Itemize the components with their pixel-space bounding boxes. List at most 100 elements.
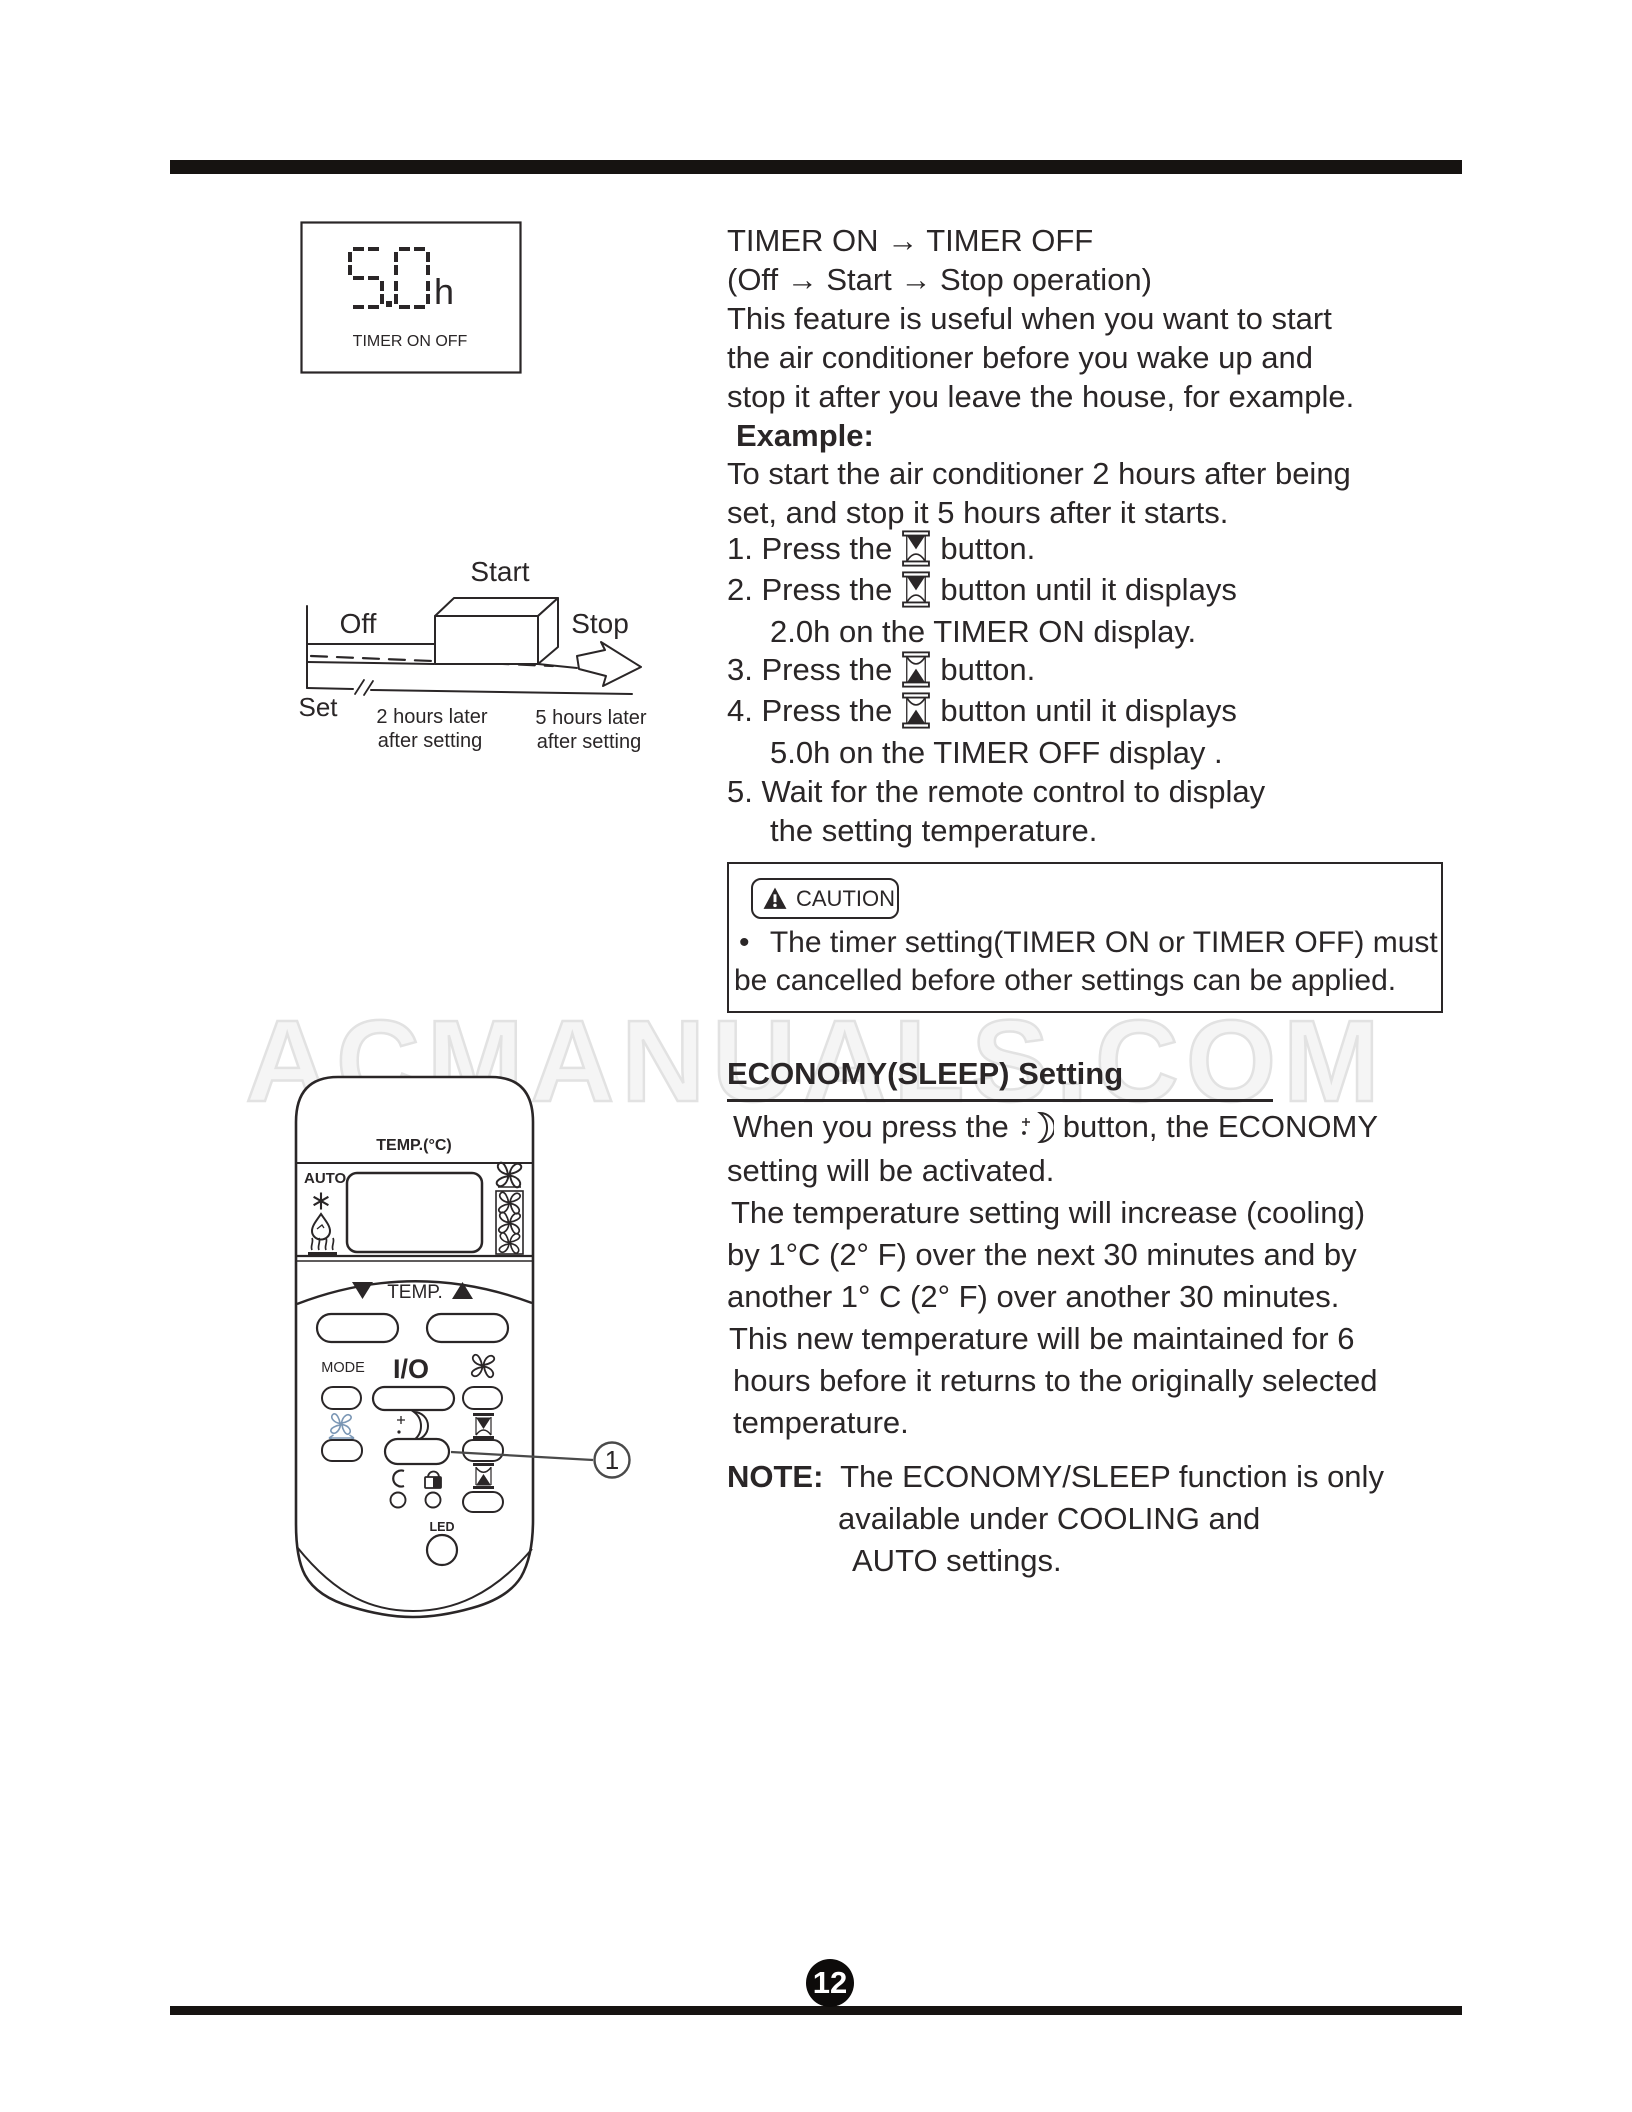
- remote-control-illustration: TEMP.(°C) AUTO TEMP. MODE: [294, 1075, 631, 1619]
- timer-off-icon: [473, 1463, 494, 1489]
- step-text: 2. Press the: [727, 572, 893, 607]
- economy-paragraph-line: temperature.: [733, 1405, 909, 1440]
- caution-label: CAUTION: [751, 878, 899, 919]
- caution-text: be cancelled before other settings can b…: [734, 964, 1397, 997]
- note-line: available under COOLING and: [838, 1501, 1261, 1536]
- timer-on-icon: [902, 530, 931, 567]
- timer-on-period-box: [434, 597, 559, 665]
- step-text: 1. Press the: [727, 531, 893, 566]
- economy-paragraph-line: by 1°C (2° F) over the next 30 minutes a…: [727, 1237, 1357, 1272]
- temp-label: TEMP.: [387, 1282, 443, 1303]
- note-line: AUTO settings.: [852, 1543, 1062, 1578]
- reset-icon: [392, 1469, 405, 1488]
- lcd-screen: [345, 1171, 484, 1254]
- timing-diagram: Start Off Stop Set 2 hours later after s…: [298, 556, 647, 753]
- timer-display-panel: h TIMER ON OFF: [300, 221, 522, 374]
- economy-paragraph-line: hours before it returns to the originall…: [733, 1363, 1378, 1398]
- diagram-5h-label2: after setting: [537, 731, 642, 753]
- note-text: The ECONOMY/SLEEP function is only: [840, 1459, 1384, 1494]
- step-text: button until it displays: [940, 693, 1237, 728]
- power-button: [371, 1385, 456, 1412]
- diagram-2h-label2: after setting: [378, 730, 483, 752]
- remote-chin-line: [296, 1546, 533, 1613]
- bottom-rule: [170, 2006, 1462, 2015]
- example-line: To start the air conditioner 2 hours aft…: [727, 456, 1351, 491]
- step-text: button until it displays: [940, 572, 1237, 607]
- arc-line: [296, 1280, 533, 1306]
- diagram-set-label: Set: [298, 692, 338, 722]
- seven-segment-digits: [348, 247, 430, 309]
- step-continuation: 5.0h on the TIMER OFF display .: [770, 735, 1223, 770]
- timer-subtitle: (Off → Start → Stop operation): [727, 262, 1152, 297]
- note-label: NOTE:: [727, 1459, 824, 1494]
- temp-down-icon: [352, 1282, 373, 1299]
- diagram-5h-label: 5 hours later: [535, 707, 647, 729]
- economy-text: When you press the: [733, 1109, 1009, 1144]
- timer-off-icon: [902, 692, 931, 729]
- timer-off-icon: [902, 651, 931, 688]
- temp-up-button: [425, 1312, 510, 1344]
- step-1: 1. Press the button.: [727, 530, 1035, 567]
- sleep-moon-icon: [1021, 1111, 1054, 1143]
- hours-unit: h: [434, 271, 454, 312]
- timer-on-icon: [473, 1413, 494, 1439]
- heat-icon: [308, 1237, 337, 1256]
- intro-line: This feature is useful when you want to …: [727, 301, 1332, 336]
- step-4: 4. Press the button until it displays: [727, 692, 1237, 729]
- timer-off-button: [462, 1491, 504, 1513]
- reset-button: [389, 1491, 407, 1509]
- caution-text: The timer setting(TIMER ON or TIMER OFF)…: [769, 926, 1438, 959]
- diagram-start-label: Start: [470, 556, 529, 587]
- temp-down-button: [315, 1312, 400, 1344]
- timer-on-off-label: TIMER ON OFF: [353, 333, 468, 350]
- remote-body: [294, 1075, 535, 1619]
- mode-label: MODE: [321, 1360, 365, 1376]
- timer-on-icon: [902, 571, 931, 608]
- caution-label-text: CAUTION: [796, 885, 895, 911]
- economy-paragraph-line: setting will be activated.: [727, 1153, 1055, 1188]
- fan-speed-box: [495, 1190, 524, 1255]
- economy-paragraph-line: another 1° C (2° F) over another 30 minu…: [727, 1279, 1340, 1314]
- step-continuation: the setting temperature.: [770, 813, 1098, 848]
- step-3: 3. Press the button.: [727, 651, 1035, 688]
- step-continuation: 2.0h on the TIMER ON display.: [770, 614, 1197, 649]
- led-button: [425, 1533, 459, 1567]
- arrow-right-icon: [576, 641, 642, 687]
- warning-triangle-icon: [763, 887, 787, 909]
- temp-scale-label: TEMP.(°C): [376, 1137, 451, 1154]
- callout-number: 1: [605, 1445, 619, 1475]
- step-text: button.: [940, 652, 1036, 687]
- callout-line: [450, 1450, 594, 1462]
- example-label: Example:: [736, 418, 874, 453]
- economy-paragraph-line: When you press the button, the ECONOMY: [733, 1108, 1378, 1145]
- timer-on-button: [462, 1439, 504, 1462]
- step-text: button.: [940, 531, 1036, 566]
- step-2: 2. Press the button until it displays: [727, 571, 1237, 608]
- auto-label: AUTO: [304, 1170, 347, 1187]
- bullet: •: [739, 926, 750, 959]
- power-label: I/O: [393, 1354, 429, 1384]
- fan-button: [462, 1386, 503, 1410]
- led-label: LED: [430, 1520, 455, 1534]
- diagram-stop-label: Stop: [571, 608, 629, 639]
- step-text: 4. Press the: [727, 693, 893, 728]
- cool-snowflake-icon: [313, 1192, 329, 1210]
- note-line: NOTE: The ECONOMY/SLEEP function is only: [727, 1458, 1384, 1495]
- page-number: 12: [806, 1959, 854, 2007]
- swing-button: [321, 1439, 363, 1462]
- top-rule: [170, 160, 1462, 174]
- lock-icon: [424, 1470, 442, 1489]
- axis-break: [354, 679, 374, 696]
- intro-line: stop it after you leave the house, for e…: [727, 379, 1355, 414]
- dashed-level-line: [309, 654, 555, 668]
- sleep-button: [383, 1437, 451, 1466]
- economy-paragraph-line: The temperature setting will increase (c…: [731, 1195, 1366, 1230]
- caution-box: CAUTION • The timer setting(TIMER ON or …: [727, 862, 1443, 1013]
- mode-button: [321, 1386, 362, 1410]
- economy-heading: ECONOMY(SLEEP) Setting: [727, 1056, 1273, 1102]
- timer-title: TIMER ON → TIMER OFF: [727, 223, 1094, 258]
- step-text: 3. Press the: [727, 652, 893, 687]
- dry-drop-icon: [310, 1212, 332, 1241]
- lock-button: [424, 1491, 442, 1509]
